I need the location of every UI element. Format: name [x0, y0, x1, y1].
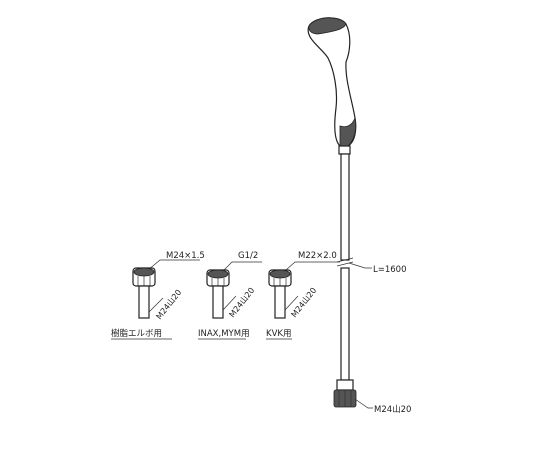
hose-end-nut — [336, 379, 354, 391]
hose-break-mark — [336, 257, 354, 267]
shower-neck — [338, 145, 351, 155]
length-leader — [348, 262, 372, 269]
adapter-kvk: M22×2.0 M24山20 KVK用 — [266, 251, 340, 340]
hose-upper — [340, 153, 350, 261]
adapter-kvk-name: KVK用 — [266, 329, 291, 339]
adapter-inax-name: INAX,MYM用 — [198, 329, 250, 339]
shower-assembly: L=1600 M24山20 — [307, 17, 411, 415]
hose-lower — [340, 267, 350, 381]
adapter-inax-thread-label: G1/2 — [238, 251, 258, 261]
end-thread-leader — [354, 398, 373, 409]
adapter-kvk-thread-label: M22×2.0 — [298, 251, 337, 261]
adapter-inax-side-label: M24山20 — [227, 285, 257, 319]
hose-length-label: L=1600 — [373, 265, 407, 275]
adapter-kvk-side-label: M24山20 — [289, 285, 319, 319]
adapter-resin-side-label: M24山20 — [154, 287, 184, 321]
end-thread-label: M24山20 — [374, 404, 411, 415]
adapter-resin-elbow: M24×1.5 M24山20 樹脂エルボ用 — [111, 251, 205, 340]
shower-head-face — [308, 17, 347, 35]
adapter-resin-thread-label: M24×1.5 — [166, 251, 205, 261]
adapter-inax: G1/2 M24山20 INAX,MYM用 — [198, 251, 262, 340]
adapter-resin-name: 樹脂エルボ用 — [111, 328, 162, 339]
shower-head-grip — [339, 116, 357, 147]
